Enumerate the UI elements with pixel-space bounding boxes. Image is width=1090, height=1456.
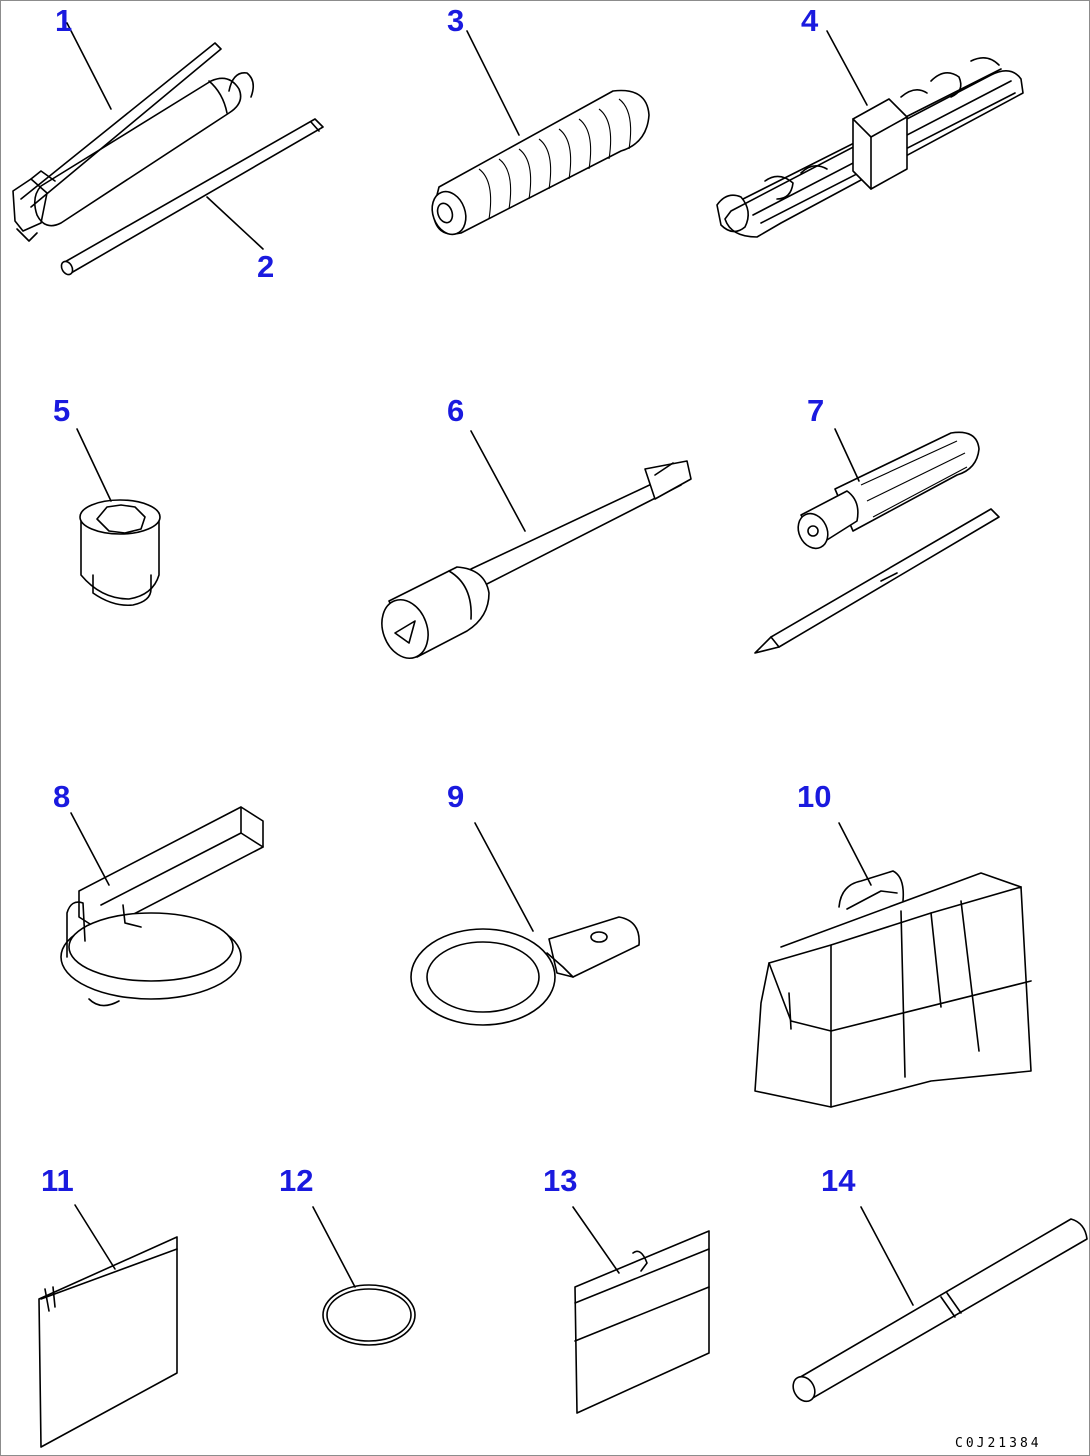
leader-line-9 (474, 822, 534, 932)
leader-line-3 (466, 30, 520, 136)
item-label-1: 1 (55, 3, 72, 38)
tool-bag-drawing (754, 870, 1032, 1108)
extension-bar-drawing (381, 460, 692, 659)
leader-line-13 (572, 1206, 620, 1274)
screwdriver-drawing (754, 431, 1000, 654)
wrench-set-drawing (716, 57, 1024, 238)
item-label-5: 5 (53, 393, 70, 428)
leader-line-11 (74, 1204, 116, 1270)
leader-line-12 (312, 1206, 356, 1288)
item-label-2: 2 (257, 249, 274, 284)
item-label-8: 8 (53, 779, 70, 814)
item-label-10: 10 (797, 779, 831, 814)
o-ring-drawing (322, 1284, 416, 1346)
item-label-9: 9 (447, 779, 464, 814)
item-label-14: 14 (821, 1163, 856, 1198)
leader-line-1 (66, 22, 112, 110)
item-label-3: 3 (447, 3, 464, 38)
item-label-7: 7 (807, 393, 824, 428)
ring-wrench-drawing (410, 916, 640, 1026)
leader-line-8 (70, 812, 110, 886)
item-label-12: 12 (279, 1163, 313, 1198)
leader-line-5 (76, 428, 112, 502)
grease-cartridge-drawing (431, 89, 650, 236)
item-label-4: 4 (801, 3, 819, 38)
leader-line-7 (834, 428, 860, 482)
leader-line-2 (206, 196, 264, 250)
leader-line-14 (860, 1206, 914, 1306)
item-label-6: 6 (447, 393, 464, 428)
socket-drawing (79, 499, 161, 607)
leader-line-10 (838, 822, 872, 886)
item-label-13: 13 (543, 1163, 577, 1198)
rod-drawing (792, 1218, 1088, 1403)
grease-gun-drawing (12, 42, 255, 242)
leader-line-4 (826, 30, 868, 106)
nozzle-tube-drawing (60, 118, 324, 276)
drawing-code: C0J21384 (955, 1436, 1042, 1451)
leader-line-6 (470, 430, 526, 532)
item-label-11: 11 (41, 1163, 74, 1198)
filter-wrench-drawing (60, 806, 264, 1007)
booklet-11-drawing (38, 1236, 178, 1448)
document-card-drawing (574, 1230, 710, 1414)
